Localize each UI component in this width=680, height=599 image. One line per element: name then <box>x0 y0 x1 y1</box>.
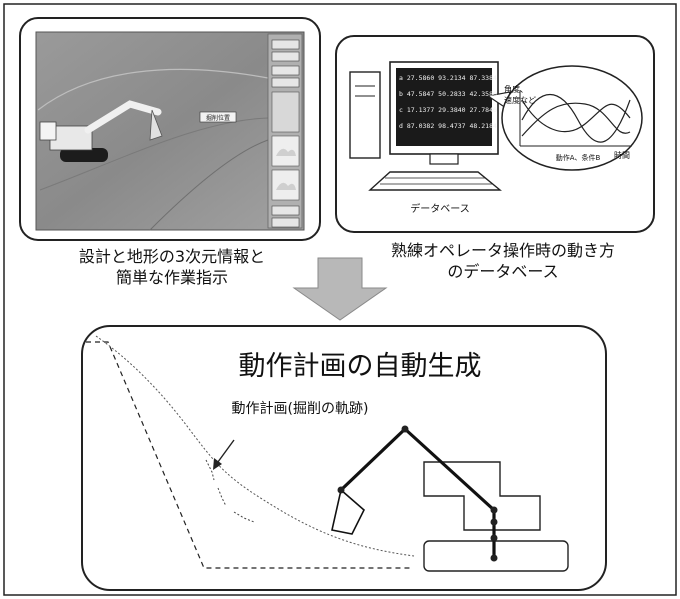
graph-x-axis-label: 時間 <box>614 151 630 160</box>
trajectory-path <box>205 459 255 523</box>
db-row-c-v1: 17.1377 <box>407 106 434 114</box>
sim-button-2 <box>271 51 300 62</box>
graph-sub-label: 動作A、条件B <box>556 153 601 162</box>
design-profile-line <box>86 341 412 569</box>
db-row-a-v3: 87.3384 <box>470 74 497 82</box>
trajectory-annotation: 動作計画(掘削の軌跡) <box>232 401 369 417</box>
excavator-body <box>423 461 541 531</box>
svg-text:c 17.1377 29.3840 27.7840: c 17.1377 29.3840 27.7840 <box>399 106 497 114</box>
joint-5 <box>401 425 409 433</box>
joint-4 <box>490 506 498 514</box>
db-row-c-key: c <box>399 106 403 114</box>
auto-plan-frame <box>81 325 607 591</box>
db-row-b-v2: 50.2833 <box>438 90 465 98</box>
computer-label: データベース <box>410 202 470 215</box>
joint-1 <box>490 554 498 562</box>
right-caption-line1: 熟練オペレータ操作時の動き方 <box>390 241 615 260</box>
db-row-b-v3: 42.3580 <box>470 90 497 98</box>
motion-curve-1 <box>521 93 631 143</box>
database-panel <box>335 35 655 233</box>
svg-text:b 47.5847 50.2833 42.3580: b 47.5847 50.2833 42.3580 <box>399 90 497 98</box>
database-table: a 27.5860 93.2134 87.3384 b 47.5847 50.2… <box>399 74 497 130</box>
svg-text:a 27.5860 93.2134 87.3384: a 27.5860 93.2134 87.3384 <box>399 74 497 82</box>
flow-down-arrow <box>292 257 388 321</box>
db-row-d-v2: 98.4737 <box>438 122 465 130</box>
sim-button-3 <box>271 65 300 76</box>
pc-keyboard <box>368 171 502 191</box>
sim-button-1 <box>271 39 300 50</box>
db-row-d-v3: 48.2184 <box>470 122 497 130</box>
motion-curve-2 <box>521 102 631 137</box>
joint-6 <box>337 486 345 494</box>
panel-title: 動作計画の自動生成 <box>238 351 482 382</box>
left-caption: 設計と地形の3次元情報と 簡単な作業指示 <box>6 246 338 288</box>
left-caption-line2: 簡単な作業指示 <box>115 268 228 287</box>
sim-label-tag-text: 掘削位置 <box>206 114 230 122</box>
auto-plan-panel <box>81 325 607 591</box>
db-row-a-key: a <box>399 74 403 82</box>
pc-screen <box>396 68 492 146</box>
sim-label-tag <box>199 111 237 123</box>
pc-tower <box>349 71 381 159</box>
db-row-c-v2: 29.3840 <box>438 106 465 114</box>
sim-button-4 <box>271 77 300 88</box>
right-caption-line2: のデータベース <box>447 262 559 281</box>
bubble-label-1: 角度、 <box>504 84 528 94</box>
sim-bottom-button-2 <box>271 217 300 228</box>
db-row-b-key: b <box>399 90 403 98</box>
bubble-label-2: 速度など <box>504 95 536 105</box>
motion-graph-bubble <box>501 65 643 171</box>
outer-frame <box>3 3 677 596</box>
simulation-panel <box>19 17 321 241</box>
svg-text:d 87.0382 98.4737 48.2184: d 87.0382 98.4737 48.2184 <box>399 122 497 130</box>
joint-3 <box>490 518 498 526</box>
joint-2 <box>490 534 498 542</box>
sim-excavator <box>39 100 163 162</box>
left-caption-line1: 設計と地形の3次元情報と <box>78 247 266 266</box>
sim-info-box <box>271 91 300 133</box>
right-caption: 熟練オペレータ操作時の動き方 のデータベース <box>338 240 668 282</box>
db-row-b-v1: 47.5847 <box>407 90 434 98</box>
db-row-a-v1: 27.5860 <box>407 74 434 82</box>
excavator-track <box>423 540 569 572</box>
db-row-d-key: d <box>399 122 403 130</box>
motion-curve-3 <box>521 99 631 133</box>
sim-bottom-button-1 <box>271 205 300 216</box>
annotation-arrowhead <box>213 458 222 470</box>
db-row-d-v1: 87.0382 <box>407 122 434 130</box>
db-row-c-v3: 27.7840 <box>470 106 497 114</box>
excavator-bucket <box>331 488 365 535</box>
db-row-a-v2: 93.2134 <box>438 74 465 82</box>
